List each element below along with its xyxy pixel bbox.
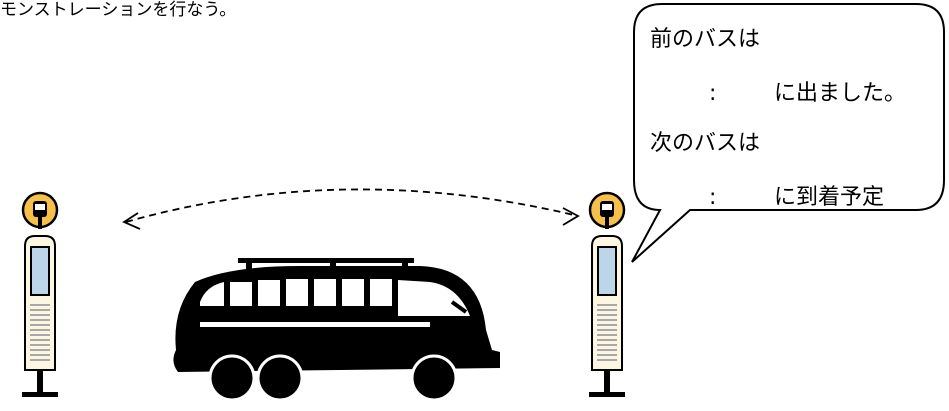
caption-text: モンストレーションを行なう。 [0,0,237,20]
bus-icon [173,258,500,402]
double-arrow-icon [122,188,580,230]
bus-stop-right-icon [588,191,626,397]
bus-stop-left-icon [21,191,59,397]
bubble-line-departed: に出ました。 [774,81,907,106]
bubble-line-arrival-scheduled: に到着予定 [774,185,885,210]
bubble-line-next-bus: 次のバスは [650,131,761,156]
bubble-line-previous-bus: 前のバスは [650,27,761,52]
speech-bubble [631,3,945,263]
bubble-time-colon-2: : [709,185,717,210]
bubble-time-colon-1: : [709,81,717,106]
